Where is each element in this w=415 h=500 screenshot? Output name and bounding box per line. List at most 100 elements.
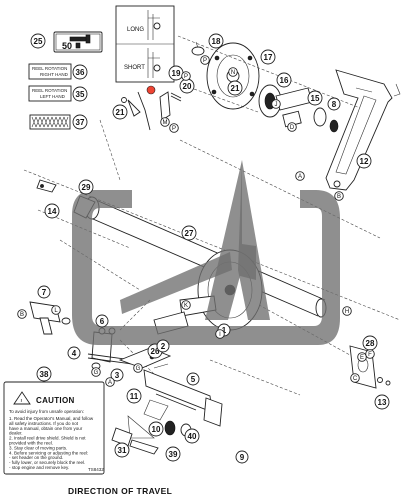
callout-4-bubble	[67, 346, 81, 360]
letter-tag-f-bubble	[365, 349, 375, 359]
letter-tag-a: A	[298, 174, 302, 180]
callout-9-bubble	[235, 450, 249, 464]
callout-25: 25	[34, 37, 43, 46]
setting-card: LONG SHORT	[115, 5, 175, 83]
callout-18: 18	[212, 37, 221, 46]
caution-item: - set header on the ground.	[9, 455, 63, 460]
letter-tag-i-bubble	[215, 329, 225, 339]
callout-29-bubble	[78, 179, 94, 195]
callout-31: 31	[118, 446, 127, 455]
decal-36-line2: RIGHT HAND	[40, 72, 69, 77]
callout-21: 21	[116, 108, 125, 117]
letter-tag-d: D	[290, 125, 295, 131]
letter-tag-a-bubble	[105, 377, 115, 387]
callout-36: 36	[76, 68, 85, 77]
letter-tag-f: F	[368, 352, 372, 358]
caution-title: CAUTION	[36, 396, 75, 405]
caution-item: dealer.	[9, 431, 23, 436]
callout-19: 19	[172, 69, 181, 78]
letter-tag-n-bubble	[228, 67, 238, 77]
letter-tag-p-bubble	[200, 55, 210, 65]
callout-28: 28	[366, 339, 375, 348]
callout-40: 40	[188, 432, 197, 441]
letter-tag-b: B	[337, 194, 341, 200]
callout-18-bubble	[208, 33, 224, 49]
callout-36-bubble	[72, 64, 88, 80]
reel-support-arm	[325, 69, 401, 191]
callout-8-bubble	[327, 97, 341, 111]
callout-10: 10	[152, 425, 161, 434]
letter-tag-p: P	[184, 74, 188, 80]
letter-tag-e-bubble	[357, 352, 367, 362]
caution-item: - stop engine and remove key.	[9, 465, 69, 470]
letter-tag-b-bubble	[334, 191, 344, 201]
decal-25-text: 50	[62, 41, 72, 51]
letter-tag-c: C	[353, 376, 358, 382]
lower-right-linkage	[111, 369, 223, 455]
callout-9: 9	[240, 453, 245, 462]
callout-10-bubble	[148, 421, 164, 437]
letter-tag-n: N	[231, 70, 235, 76]
callout-25-bubble	[30, 33, 46, 49]
callout-14: 14	[48, 207, 57, 216]
caution-item: 4. Before servicing or adjusting the ree…	[9, 450, 88, 455]
callout-8: 8	[332, 100, 337, 109]
letter-tag-j: J	[275, 102, 278, 108]
callout-13: 13	[378, 398, 387, 407]
callout-17: 17	[264, 53, 273, 62]
letter-tag-m: M	[163, 120, 168, 126]
decal-37-mesh	[29, 114, 71, 130]
callout-37: 37	[76, 118, 85, 127]
letter-tag-m-bubble	[160, 117, 170, 127]
letter-tag-i: I	[219, 332, 221, 338]
callout-14-bubble	[44, 203, 60, 219]
letter-tag-p: P	[172, 126, 176, 132]
callout-15: 15	[311, 94, 320, 103]
letter-tag-a-bubble	[295, 171, 305, 181]
callout-12-bubble	[356, 153, 372, 169]
letter-tag-a: A	[108, 380, 112, 386]
letter-tag-p-bubble	[169, 123, 179, 133]
letter-tag-g-bubble	[133, 363, 143, 373]
letter-tag-g-bubble	[91, 367, 101, 377]
decal-36: REEL ROTATION RIGHT HAND	[28, 63, 72, 80]
callout-37-bubble	[72, 114, 88, 130]
decal-25: 50	[53, 31, 103, 53]
letter-tag-l-bubble	[51, 305, 61, 315]
callout-16: 16	[280, 76, 289, 85]
letter-tag-d-bubble	[287, 122, 297, 132]
callout-21-bubble	[112, 104, 128, 120]
callout-6: 6	[100, 317, 105, 326]
callout-38: 38	[40, 370, 49, 379]
letter-tag-b-bubble	[17, 309, 27, 319]
letter-tag-h-bubble	[342, 306, 352, 316]
callout-20: 20	[183, 82, 192, 91]
callout-21: 21	[231, 84, 240, 93]
callout-16-bubble	[276, 72, 292, 88]
decal-36-line1: REEL ROTATION	[32, 66, 67, 71]
setting-short-label: SHORT	[124, 65, 145, 71]
letter-tag-k-bubble	[181, 300, 191, 310]
callout-38-bubble	[36, 366, 52, 382]
callout-21-bubble	[227, 80, 243, 96]
callout-40-bubble	[184, 428, 200, 444]
callout-39-bubble	[165, 446, 181, 462]
callout-12: 12	[360, 157, 369, 166]
letter-tag-p: P	[203, 58, 207, 64]
callout-2: 2	[161, 342, 166, 351]
caution-item: all safety instructions. If you do not	[9, 421, 79, 426]
letter-tag-h: H	[345, 309, 349, 315]
callout-6-bubble	[95, 314, 109, 328]
caution-code: TS8432	[88, 467, 104, 472]
letter-tag-j-bubble	[271, 99, 281, 109]
letter-tag-g: G	[136, 366, 141, 372]
callout-13-bubble	[374, 394, 390, 410]
svg-text:!: !	[21, 398, 23, 403]
letter-tag-g: G	[94, 370, 99, 376]
direction-of-travel: DIRECTION OF TRAVEL	[68, 486, 172, 496]
callout-26: 26	[151, 347, 160, 356]
decal-35: REEL ROTATION LEFT HAND	[28, 85, 72, 102]
letter-tag-b: B	[20, 312, 24, 318]
